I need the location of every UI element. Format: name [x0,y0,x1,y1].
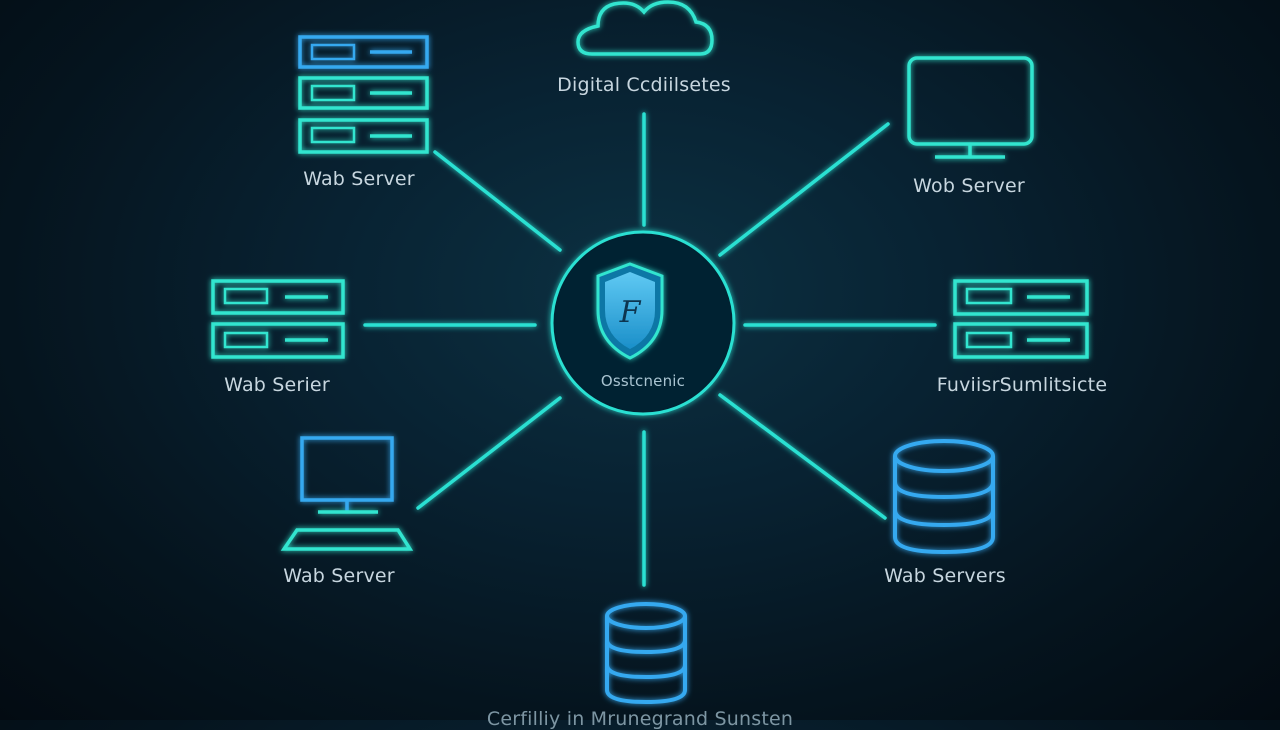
node-label-top-right: Wob Server [913,175,1025,197]
server-rack-icon [953,279,1089,359]
connector-bottom-left [416,396,562,510]
node-label-bottom: Cerfilliy in Mrunegrand Sunsten [486,708,794,730]
connector-top-left [433,150,562,252]
hub-node: F [550,230,736,416]
cloud-icon [576,0,714,56]
node-label-right: FuviisrSumlitsicte [936,374,1108,396]
database-icon [605,602,687,705]
laptop-icon [280,436,414,551]
server-rack-icon [211,279,345,359]
node-label-bottom-right: Wab Servers [884,565,1006,587]
node-label-top-left: Wab Server [303,168,415,190]
node-label-top: Digital Ccdiilsetes [557,74,731,96]
connector-top-right [718,122,890,257]
node-label-left: Wab Serier [224,374,330,396]
connectors [363,112,937,587]
server-rack-icon [298,35,429,154]
shield-letter: F [619,295,642,330]
node-label-bottom-left: Wab Server [283,565,395,587]
connector-bottom-right [718,393,887,520]
monitor-icon [907,56,1034,159]
hub-label: Osstcnenic [600,372,686,390]
database-icon [893,439,995,555]
shield-icon: F [596,262,664,360]
